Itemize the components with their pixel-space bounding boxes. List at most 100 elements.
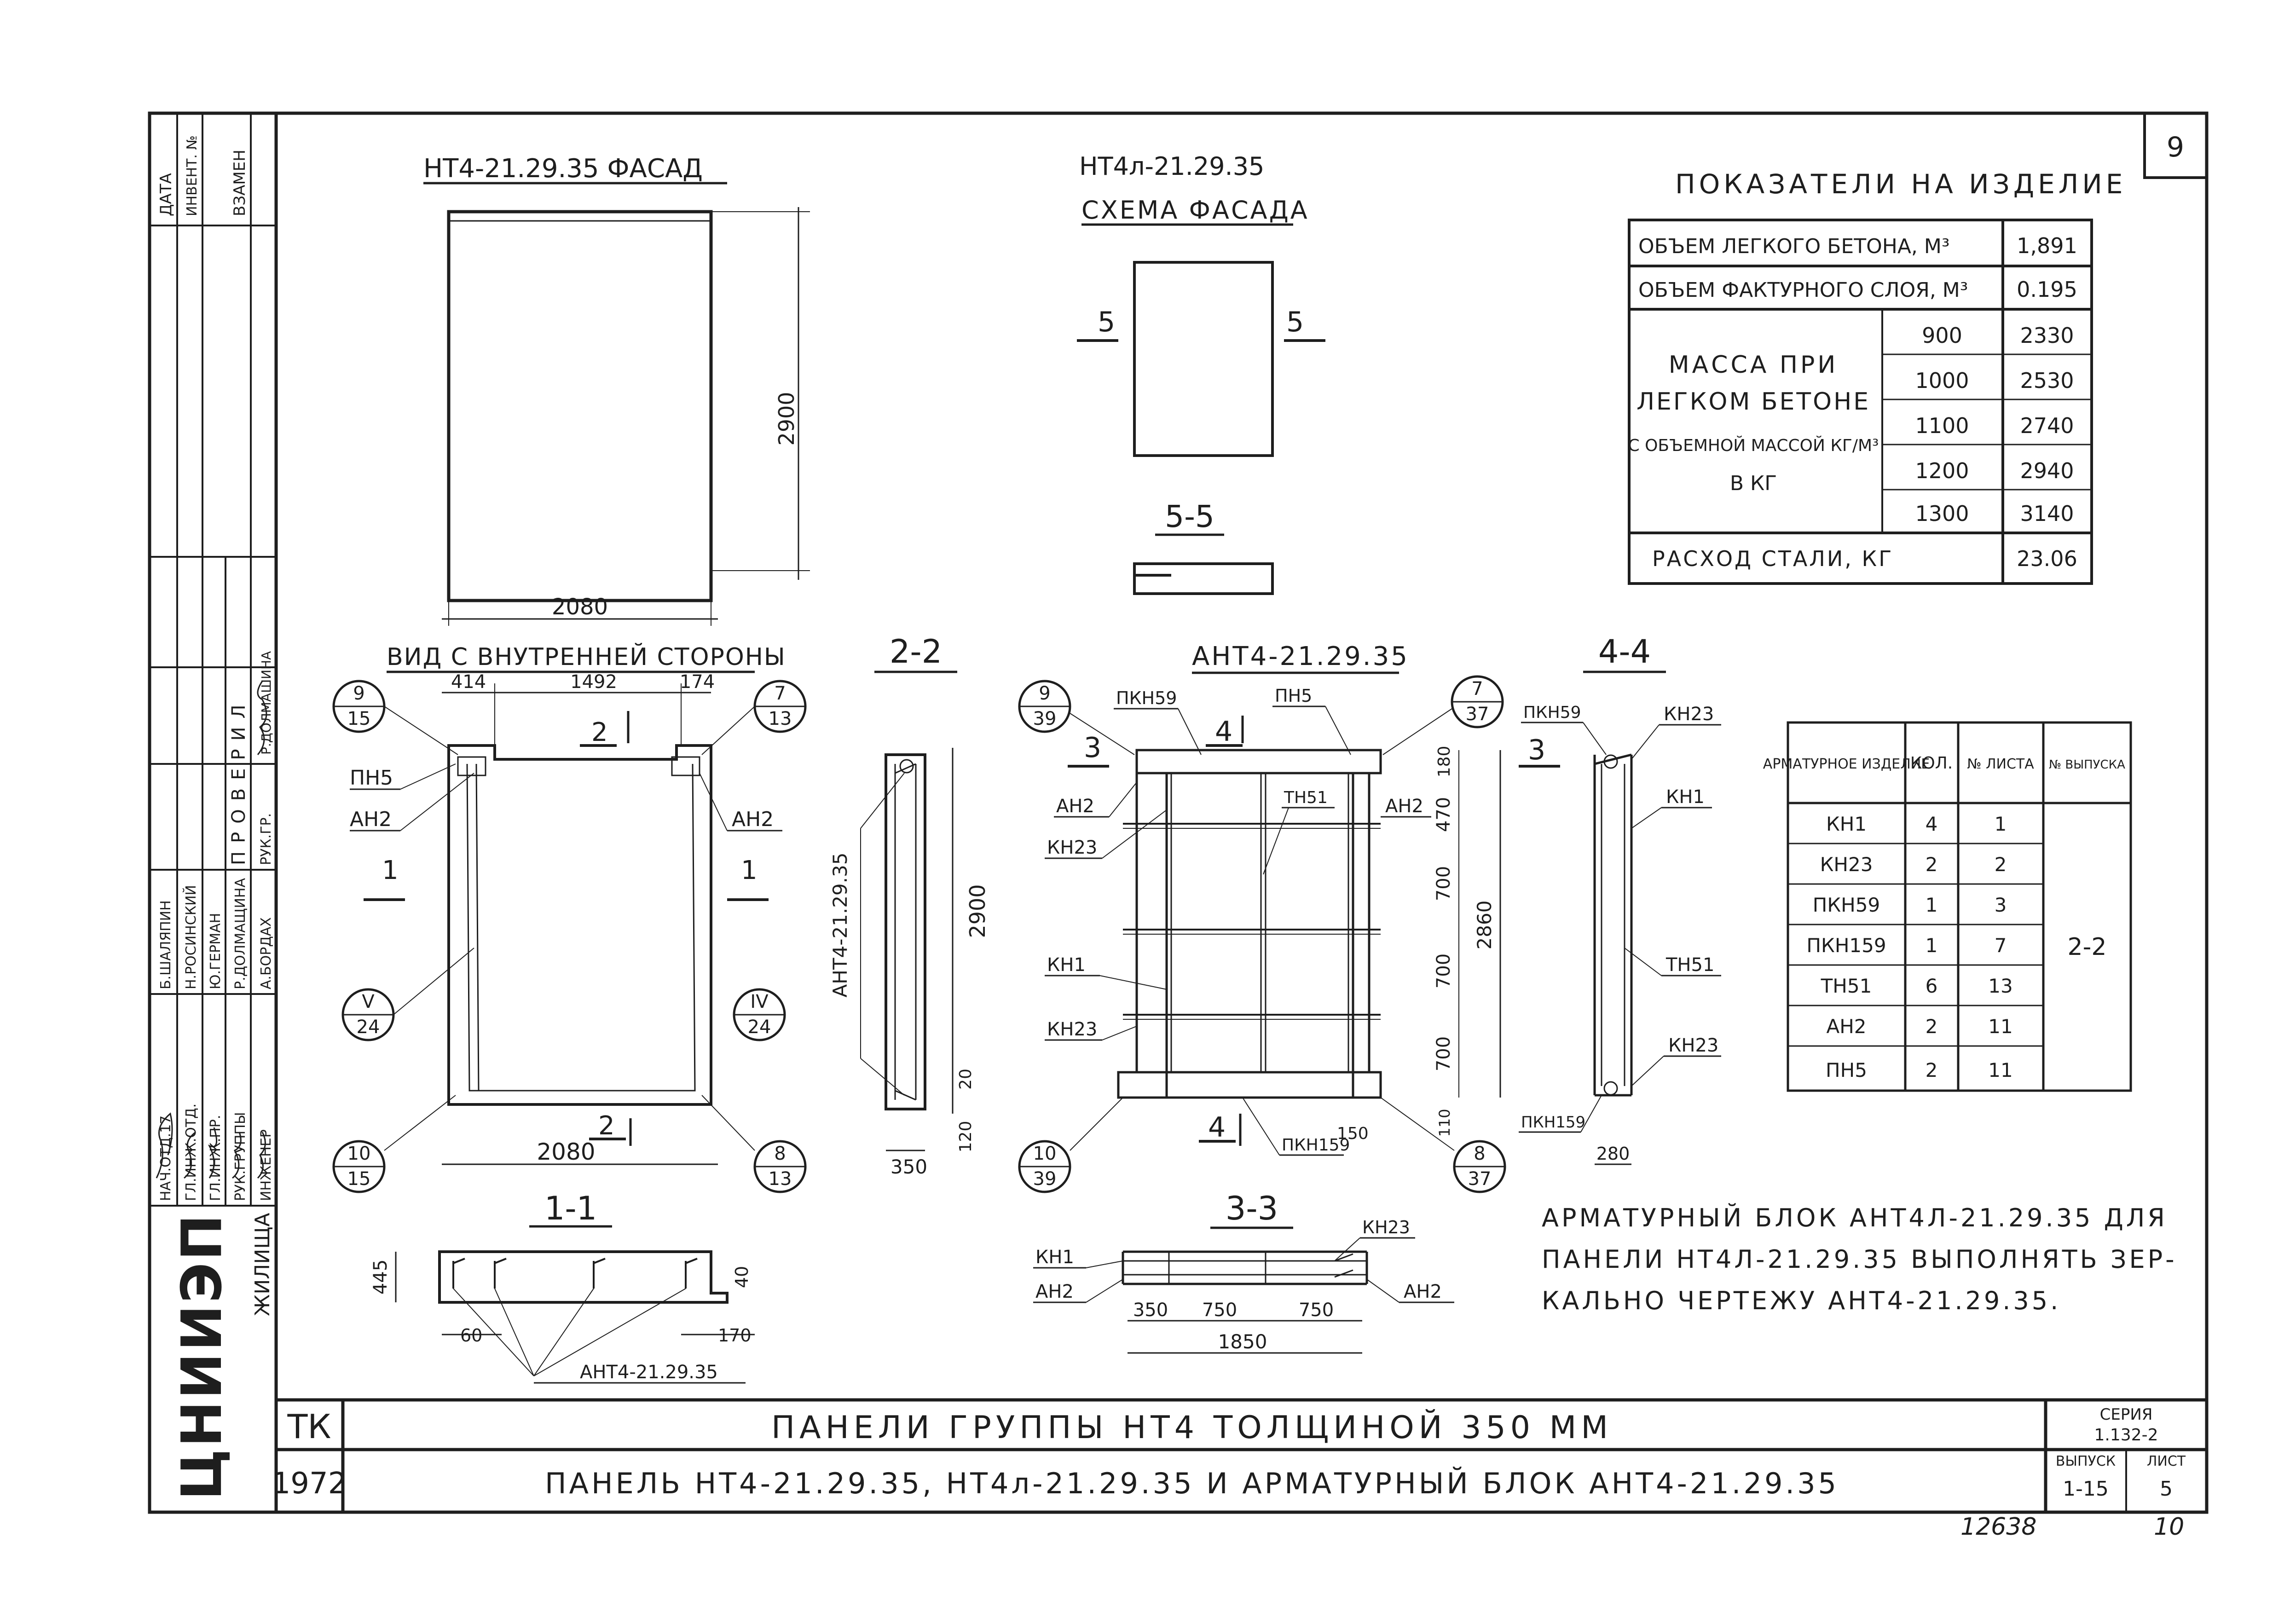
section-2-2: 2-2 АНТ4-21.29.35 2900 20 120 350 (829, 633, 990, 1178)
inner-callouts: 9 15 7 13 V 24 IV 24 10 15 (332, 680, 807, 1193)
frame-label-an2-right: АН2 (1385, 796, 1423, 817)
inner-cut-2-bottom: 2 (598, 1111, 615, 1141)
section-33-dim-350: 350 (1133, 1300, 1168, 1321)
callout-10-39: 10 39 (1018, 1097, 1123, 1193)
arm-item-5: ТН51 (1821, 975, 1872, 997)
sheet-frame (148, 111, 2209, 1514)
section-33-dim-750-2: 750 (1299, 1300, 1334, 1321)
section-3-3: 3-3 КН23 КН1 АН2 АН2 350 750 750 1850 (1033, 1190, 1454, 1354)
arm-qty-2: 2 (1926, 853, 1938, 876)
frame-cut-4-bottom: 4 (1208, 1111, 1226, 1144)
arm-head-item: АРМАТУРНОЕ ИЗДЕЛИЕ (1763, 756, 1930, 772)
mass-2: 2530 (2020, 368, 2074, 393)
svg-text:39: 39 (1033, 708, 1057, 729)
archive-number: 12638 (1960, 1513, 2036, 1541)
arm-issue: 2-2 (2068, 933, 2107, 961)
svg-text:10: 10 (347, 1143, 371, 1164)
inner-dim-2: 1492 (570, 671, 617, 693)
section-33-dim-750-1: 750 (1202, 1300, 1237, 1321)
svg-text:9: 9 (353, 683, 364, 704)
facade-width: 2080 (552, 594, 608, 620)
mass-5: 3140 (2020, 501, 2074, 526)
frame-label-kn23-bottom: КН23 (1047, 1019, 1097, 1040)
arm-qty-5: 6 (1926, 975, 1938, 997)
note-line-3: КАЛЬНО ЧЕРТЕЖУ АНТ4-21.29.35. (1542, 1286, 2061, 1315)
scheme-title-2: СХЕМА ФАСАДА (1081, 196, 1309, 225)
mass-label-4: В КГ (1730, 472, 1777, 495)
section-11-height: 445 (370, 1260, 391, 1295)
left-stamp (150, 113, 276, 1207)
svg-text:8: 8 (1474, 1143, 1485, 1164)
note-line-1: АРМАТУРНЫЙ БЛОК АНТ4Л-21.29.35 ДЛЯ (1542, 1203, 2168, 1232)
arm-qty-4: 1 (1926, 934, 1938, 957)
arm-sheet-4: 7 (1995, 934, 2007, 957)
svg-text:7: 7 (1471, 678, 1483, 699)
signature-6 (257, 681, 267, 755)
callout-10-15: 10 15 (332, 1095, 456, 1193)
sheet-number-box: 9 (2143, 112, 2208, 179)
density-1: 900 (1922, 323, 1962, 348)
mass-3: 2740 (2020, 413, 2074, 438)
title-line-2: ПАНЕЛЬ НТ4-21.29.35, НТ4л-21.29.35 И АРМ… (545, 1467, 1839, 1500)
ind-value-2: 0.195 (2017, 277, 2077, 302)
callout-9-15: 9 15 (332, 680, 458, 755)
frame-dim-470: 470 (1433, 797, 1454, 832)
arm-qty-6: 2 (1926, 1015, 1938, 1038)
section-44-width: 280 (1596, 1144, 1630, 1164)
signature-4 (232, 1132, 242, 1179)
svg-text:V: V (362, 991, 375, 1012)
facade-panel (447, 210, 713, 602)
frame-dim-180: 180 (1435, 746, 1454, 778)
inner-view-title: ВИД С ВНУТРЕННЕЙ СТОРОНЫ (387, 643, 786, 671)
signature-1 (156, 1112, 173, 1179)
frame-cut-4-top: 4 (1215, 716, 1232, 748)
section-1-1: 1-1 445 40 60 170 АНТ4-21.29.35 (370, 1190, 755, 1384)
callout-v-24: V 24 (341, 948, 474, 1041)
section-11-title: 1-1 (544, 1190, 597, 1227)
stamp-role-1: НАЧ.ОТД.17 (158, 1115, 174, 1201)
series-label: СЕРИЯ (2100, 1405, 2153, 1424)
section-33-an2-left: АН2 (1035, 1281, 1074, 1302)
svg-text:39: 39 (1033, 1168, 1057, 1190)
section-4-4: 4-4 ПКН59 КН23 КН1 ТН51 КН23 ПКН159 280 (1519, 633, 1721, 1165)
arm-head-qty: КОЛ. (1910, 754, 1953, 773)
section-55-shape (1133, 562, 1274, 595)
arm-head-issue: № ВЫПУСКА (2049, 758, 2125, 772)
scheme-cut-left: 5 (1098, 306, 1115, 338)
left-stamp-text: ДАТА ИНВЕНТ. № ВЗАМЕН НАЧ.ОТД.17 ГЛ.ИНЖ.… (156, 135, 274, 1500)
inner-label-an2-left: АН2 (350, 808, 392, 831)
frame-label-tn51: ТН51 (1284, 788, 1328, 807)
scheme-title-1: НТ4л-21.29.35 (1079, 152, 1264, 181)
series-value: 1.132-2 (2094, 1426, 2158, 1445)
stamp-checked-name: Р.ДОЛМАШИНА (259, 651, 274, 755)
section-44-pkn159: ПКН159 (1521, 1113, 1585, 1132)
ind-value-1: 1,891 (2017, 233, 2077, 258)
svg-text:24: 24 (748, 1017, 771, 1038)
section-33-title: 3-3 (1226, 1190, 1278, 1227)
stamp-role-4: РУК.ГРУППЫ (232, 1112, 249, 1201)
armature-table: АРМАТУРНОЕ ИЗДЕЛИЕ КОЛ. № ЛИСТА № ВЫПУСК… (1763, 721, 2132, 1092)
svg-text:8: 8 (774, 1143, 786, 1164)
section-11-dim-40: 40 (732, 1266, 752, 1288)
ind-label-2: ОБЪЕМ ФАКТУРНОГО СЛОЯ, М³ (1638, 278, 1968, 302)
title-tk: ТК (287, 1407, 331, 1446)
svg-text:13: 13 (769, 708, 792, 729)
frame-label-pkn159: ПКН159 (1282, 1136, 1350, 1155)
issue-value: 1-15 (2063, 1477, 2109, 1501)
armature-frame: АНТ4-21.29.35 (1045, 642, 1560, 1156)
arm-item-4: ПКН159 (1806, 934, 1886, 957)
section-22-shape (885, 753, 926, 1110)
section-22-width: 350 (891, 1156, 927, 1178)
density-5: 1300 (1915, 501, 1969, 526)
svg-text:24: 24 (357, 1017, 380, 1038)
arm-qty-7: 2 (1926, 1059, 1938, 1081)
stamp-name-2: Н.РОСИНСКИЙ (183, 885, 199, 989)
section-44-tn51: ТН51 (1665, 954, 1714, 976)
issue-label: ВЫПУСК (2056, 1453, 2116, 1469)
inner-label-pn5: ПН5 (350, 766, 393, 790)
indicators-title: ПОКАЗАТЕЛИ НА ИЗДЕЛИЕ (1675, 168, 2126, 200)
svg-text:37: 37 (1468, 1168, 1492, 1190)
inner-width: 2080 (537, 1139, 595, 1165)
frame-cut-3: 3 (1084, 732, 1101, 764)
